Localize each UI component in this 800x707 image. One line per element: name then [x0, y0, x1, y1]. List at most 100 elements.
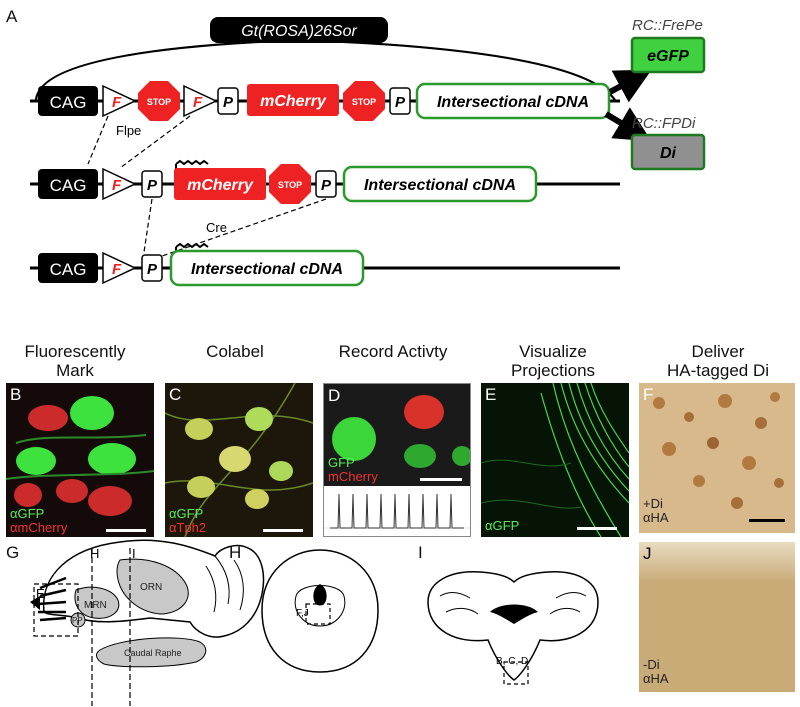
section-h-outline	[261, 549, 379, 673]
axon-bundle	[540, 383, 629, 537]
stop-label-1a: STOP	[147, 97, 171, 107]
heading-deliver-line2: HA-tagged Di	[666, 361, 770, 380]
section-i-outline	[427, 571, 599, 681]
flpe-label: Flpe	[116, 123, 141, 138]
panel-letter-b: B	[10, 385, 22, 404]
sagittal-brain: ORN MRN PP Caudal Raphe E H I	[30, 539, 265, 706]
micrograph-e: E αGFP	[481, 383, 629, 537]
frt-label-1a: F	[112, 94, 122, 111]
c-label-2: αTph2	[169, 520, 207, 535]
orn-label: ORN	[140, 582, 162, 593]
heading-record-activity: Record Activty	[318, 342, 468, 361]
cag-label-1: CAG	[50, 93, 87, 112]
f-label-2: αHA	[643, 510, 669, 525]
cdna-box-2	[342, 165, 538, 203]
micrograph-j: J -Di αHA	[639, 542, 795, 692]
transcription-squiggle-2	[175, 159, 209, 166]
red-cell	[404, 395, 444, 429]
mcherry-2	[174, 168, 266, 200]
flpe-dash-right	[119, 115, 191, 169]
locus-label: Gt(ROSA)26Sor	[241, 23, 357, 40]
red-cell	[14, 483, 42, 507]
cut-label-i: I	[132, 546, 136, 561]
loxp-site-3	[141, 254, 163, 282]
process-fibers	[6, 434, 154, 480]
stain-blob	[755, 417, 767, 429]
section-h-aqueduct	[313, 584, 327, 606]
locus-label-box	[210, 17, 388, 43]
cag-label-2: CAG	[50, 176, 87, 195]
j-label-1: -Di	[643, 657, 660, 672]
cag-promoter-3	[38, 253, 98, 283]
heading-colabel: Colabel	[160, 342, 310, 361]
stain-blob	[662, 442, 676, 456]
section-h-midbrain	[294, 585, 346, 627]
stop-1b	[343, 81, 385, 121]
cdna-label-3: Intersectional cDNA	[191, 261, 343, 278]
di-box	[630, 133, 706, 171]
cdna-box-3	[169, 249, 365, 287]
colabeled-cell	[269, 461, 293, 481]
cre-dash-right	[161, 198, 327, 257]
scale-bar-f	[749, 519, 785, 522]
loxp-label-2a: P	[147, 177, 158, 194]
panel-letter-f: F	[643, 385, 654, 404]
panel-letter-e: E	[485, 385, 497, 404]
pp-label: PP	[72, 616, 83, 625]
c-label-1: αGFP	[169, 506, 204, 521]
stop-label-1b: STOP	[352, 97, 376, 107]
cdna-label-2: Intersectional cDNA	[364, 177, 516, 194]
mcherry-label-1: mCherry	[260, 93, 327, 110]
cdna-box-1	[415, 82, 611, 120]
faint-fibers	[481, 459, 582, 509]
cre-label: Cre	[206, 220, 227, 235]
micrograph-c: C αGFP αTph2	[165, 383, 313, 537]
micrograph-b: B αGFP αmCherry	[6, 383, 154, 537]
green-cell	[16, 447, 56, 475]
heading-visualize-line1: Visualize	[519, 342, 587, 361]
scale-bar-b	[106, 529, 146, 532]
green-cell	[404, 444, 436, 468]
loxp-site-1b	[389, 87, 411, 115]
cre-dash-left	[143, 198, 153, 253]
stain-blob	[770, 392, 780, 402]
micrograph-d: D GFP mCherry	[323, 383, 471, 537]
red-cell	[56, 479, 88, 503]
egfp-label: eGFP	[647, 48, 689, 65]
stain-blob	[742, 456, 756, 470]
frt-label-2: F	[112, 177, 122, 194]
transcription-squiggle-3	[175, 242, 209, 249]
box-fj-label: F,J	[296, 608, 309, 619]
green-cell	[70, 396, 114, 430]
green-cell	[332, 417, 376, 461]
red-cell	[28, 405, 68, 431]
panel-letter-d: D	[328, 386, 341, 405]
colabeled-cell	[185, 418, 213, 440]
loxp-site-2a	[141, 170, 163, 198]
stain-blob	[731, 497, 743, 509]
panel-letter-i: I	[418, 543, 423, 562]
stain-blob	[707, 437, 719, 449]
micrograph-c-cells	[165, 383, 313, 537]
frt-site-1a	[102, 84, 137, 118]
process-fibers	[165, 383, 313, 537]
stain-blob	[684, 412, 694, 422]
heading-visualize-line2: Projections	[510, 361, 596, 380]
frt-site-2	[102, 167, 137, 201]
projection-arrow	[30, 596, 40, 610]
loxp-label-1a: P	[223, 94, 234, 111]
heading-deliver-line1: Deliver	[691, 342, 745, 361]
mcherry-label-2: mCherry	[187, 177, 254, 194]
micrograph-d-image: D GFP mCherry	[324, 384, 470, 486]
coronal-section-i: B, C, D	[427, 571, 599, 685]
panel-letter-c: C	[169, 385, 182, 404]
d-label-1: GFP	[328, 455, 355, 470]
cag-promoter-2	[38, 169, 98, 199]
panel-letter-g: G	[6, 543, 19, 562]
d-label-2: mCherry	[328, 469, 378, 484]
coronal-section-h: F,J	[261, 549, 379, 673]
heading-record-line1: Record Activty	[338, 342, 448, 361]
loxp-site-1a	[217, 87, 239, 115]
panel-letter-a: A	[6, 7, 18, 26]
micrograph-f: F +Di αHA	[639, 383, 795, 533]
